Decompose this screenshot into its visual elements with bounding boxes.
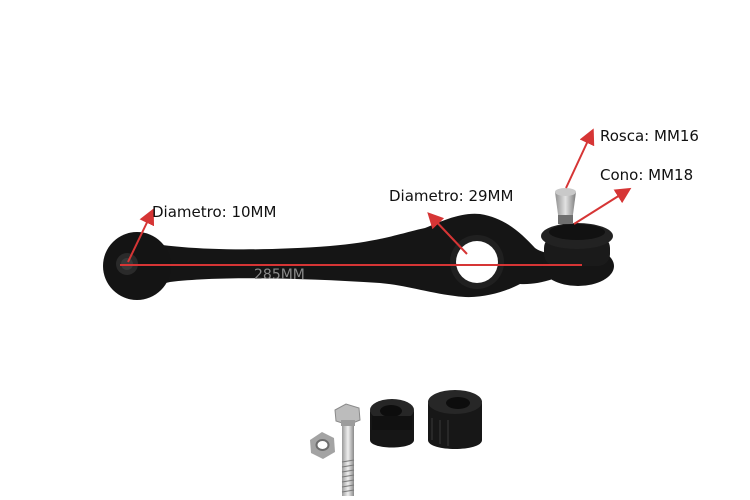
large-diameter-label: Diametro: 29MM: [389, 187, 514, 205]
rubber-bushing-left: [370, 399, 414, 448]
ball-joint: [541, 188, 614, 286]
arrow-large-diameter: [427, 212, 468, 255]
rosca-label: Rosca: MM16: [600, 127, 699, 145]
arrow-rosca: [565, 128, 595, 189]
length-label: 285MM: [254, 267, 305, 283]
ball-joint-stud: [555, 188, 576, 224]
control-arm: [103, 188, 614, 300]
rubber-bushing-right: [428, 390, 482, 449]
arrow-small-diameter: [127, 208, 155, 263]
hardware-kit: [310, 390, 482, 496]
nut: [310, 432, 335, 459]
bolt: [334, 403, 361, 496]
arrow-cono: [573, 187, 632, 225]
large-hole: [450, 235, 504, 289]
cono-label: Cono: MM18: [600, 166, 694, 184]
small-diameter-label: Diametro: 10MM: [152, 203, 277, 221]
